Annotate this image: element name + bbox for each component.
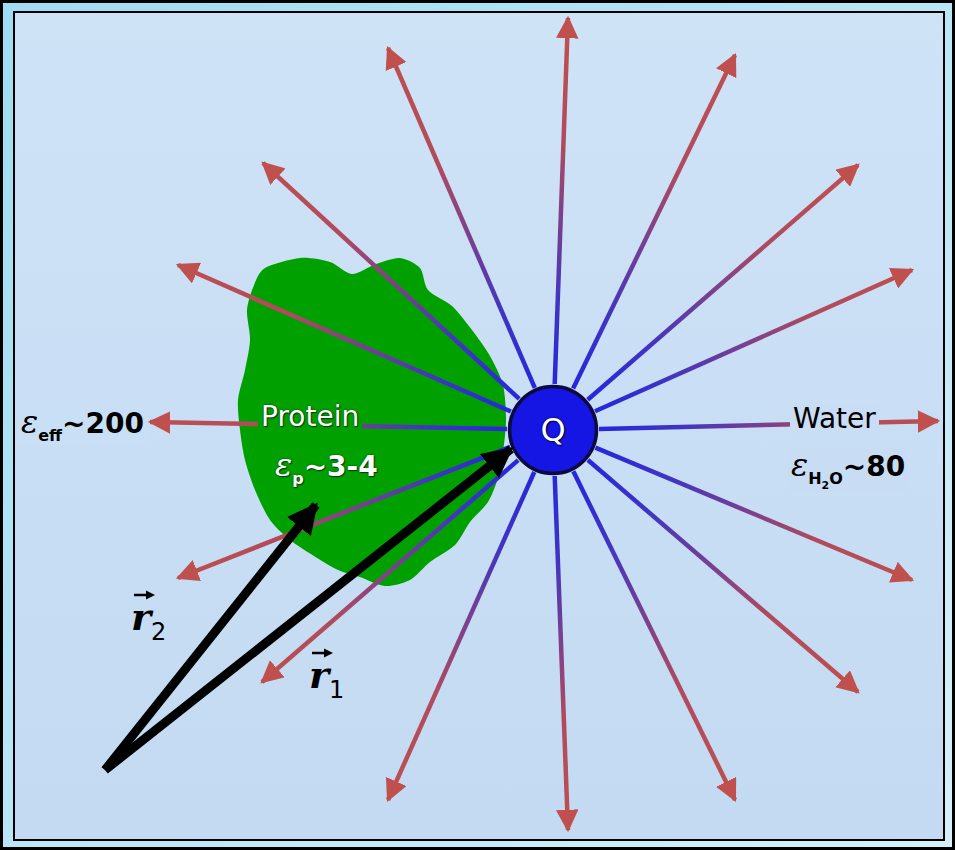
field-line bbox=[595, 270, 912, 411]
permittivity-symbol: ε bbox=[275, 446, 292, 484]
charge-circle: Q bbox=[507, 384, 599, 476]
permittivity-subscript: O bbox=[829, 469, 843, 488]
region-name: Water bbox=[793, 402, 876, 435]
field-line bbox=[595, 448, 912, 580]
field-line bbox=[588, 460, 858, 692]
permittivity-subscript: p bbox=[292, 469, 303, 488]
region-name: Protein bbox=[261, 400, 359, 433]
field-lines bbox=[150, 18, 938, 830]
position-vectors bbox=[105, 449, 511, 770]
permittivity-subscript: 2 bbox=[822, 479, 830, 492]
permittivity-value: ~200 bbox=[62, 407, 144, 440]
vector-symbol: r bbox=[309, 652, 329, 697]
field-line bbox=[555, 18, 568, 384]
position-vector bbox=[105, 505, 316, 770]
field-line bbox=[588, 165, 858, 400]
text-line: Q bbox=[537, 413, 568, 447]
field-line bbox=[178, 265, 511, 412]
permittivity-symbol: ε bbox=[21, 403, 38, 441]
text-line: Protein bbox=[258, 402, 362, 432]
vector-subscript: 2 bbox=[151, 618, 166, 646]
permittivity-subscript: eff bbox=[38, 426, 62, 445]
vector-symbol: r bbox=[131, 594, 151, 639]
permittivity-value: ~3-4 bbox=[304, 450, 378, 483]
region-name: Water bbox=[790, 404, 879, 434]
charge-shape bbox=[510, 387, 597, 474]
vector-label: r1 bbox=[306, 655, 347, 703]
field-line bbox=[150, 422, 507, 429]
field-line bbox=[555, 476, 568, 830]
field-line bbox=[178, 447, 510, 578]
panel bbox=[14, 12, 944, 840]
field-line bbox=[599, 421, 938, 429]
vector-label: r2 bbox=[128, 597, 169, 645]
permittivity-subscript: H bbox=[808, 469, 821, 488]
position-vector bbox=[105, 449, 511, 770]
permittivity-symbol: ε bbox=[791, 446, 808, 484]
field-line bbox=[263, 163, 519, 399]
vector-accents bbox=[134, 591, 333, 658]
field-line bbox=[573, 471, 735, 800]
effective-permittivity: εeff~200 bbox=[18, 405, 147, 445]
vector-subscript: 1 bbox=[329, 676, 344, 704]
water-permittivity: εH2O~80 bbox=[788, 448, 908, 492]
field-line bbox=[573, 55, 735, 389]
permittivity-value: ~80 bbox=[843, 450, 905, 483]
field-line bbox=[388, 472, 534, 800]
field-line bbox=[388, 48, 535, 388]
text-line: εp~3-4 bbox=[272, 448, 381, 488]
charge-name: Q bbox=[540, 411, 565, 449]
protein-region: Protein εp~3-4 bbox=[228, 248, 518, 598]
